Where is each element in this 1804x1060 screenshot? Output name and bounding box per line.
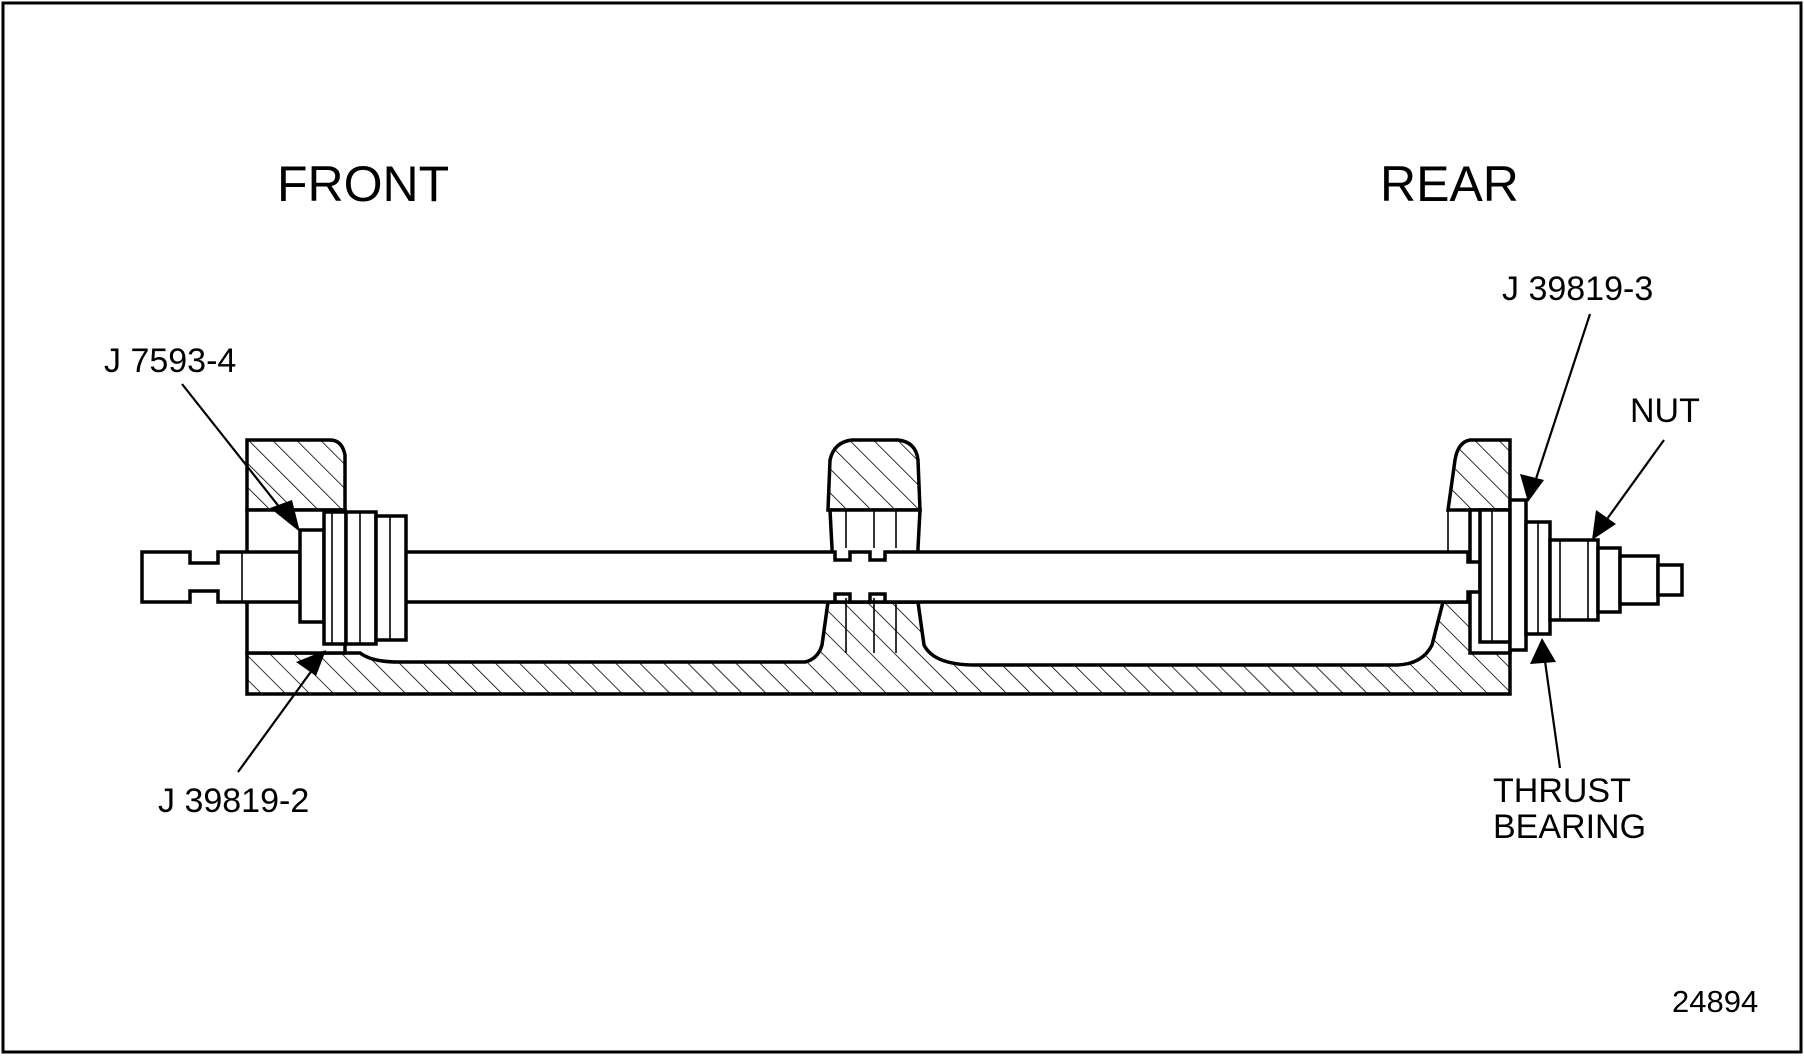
callout-thrust-bearing: THRUST BEARING <box>1493 638 1646 846</box>
j39819-2-body <box>344 510 378 646</box>
nut <box>1548 538 1600 622</box>
callout-j39819-3: J 39819-3 <box>1502 270 1653 502</box>
figure-number: 24894 <box>1672 984 1758 1019</box>
front-heading: FRONT <box>277 156 449 212</box>
j39819-3-label: J 39819-3 <box>1502 270 1653 308</box>
j7593-4-label: J 7593-4 <box>104 342 236 380</box>
thrust-bearing <box>1524 520 1552 636</box>
thrust-label-line1: THRUST <box>1493 772 1631 810</box>
j39819-3-body <box>1478 508 1512 644</box>
middle-rib <box>826 438 922 512</box>
front-upright <box>245 438 347 512</box>
nut-body <box>1548 538 1600 622</box>
threaded-end <box>1596 546 1684 614</box>
rear-heading: REAR <box>1380 156 1519 212</box>
housing-base <box>245 600 1512 696</box>
callout-j39819-2: J 39819-2 <box>158 650 326 820</box>
j7593-4-body <box>298 528 326 624</box>
front-tool-j39819-2 <box>344 510 408 646</box>
shaft-bar <box>403 550 1482 604</box>
thrust-label-line2: BEARING <box>1493 808 1646 846</box>
callout-nut: NUT <box>1592 392 1700 540</box>
rear-tool-j39819-3 <box>1478 498 1528 652</box>
callout-j7593-4: J 7593-4 <box>104 342 300 532</box>
shaft-left-end <box>140 550 302 604</box>
nut-label: NUT <box>1630 392 1700 430</box>
rear-upright <box>1445 438 1512 512</box>
front-tool-j7593-4 <box>298 510 348 646</box>
j39819-2-label: J 39819-2 <box>158 782 309 820</box>
